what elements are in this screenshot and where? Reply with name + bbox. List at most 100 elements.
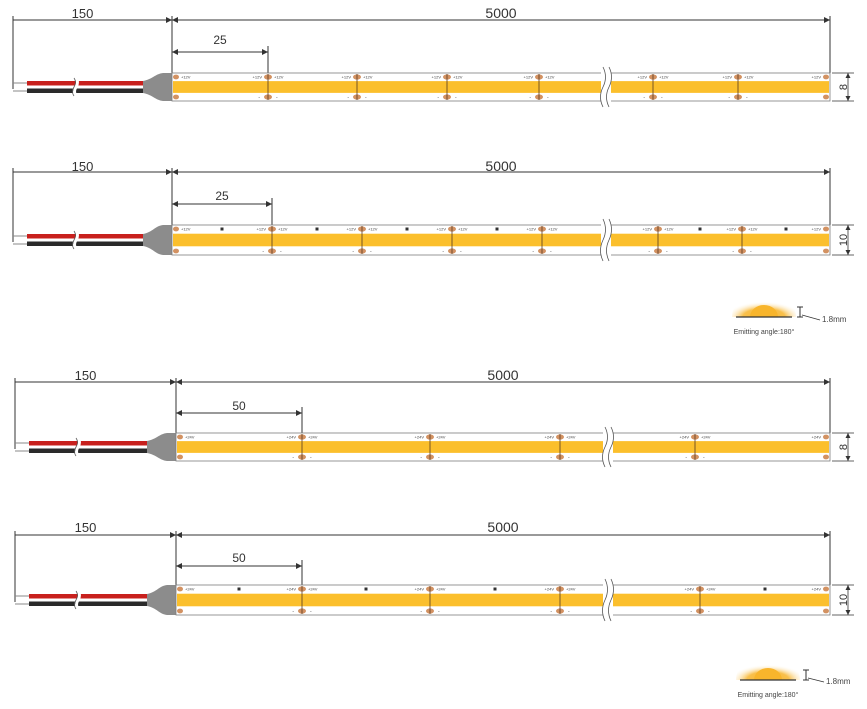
voltage-label-right: +12V bbox=[278, 227, 288, 232]
emitting-angle-caption: Emitting angle:180° bbox=[738, 691, 799, 699]
minus-label-right: - bbox=[746, 95, 748, 101]
wire-break-line bbox=[72, 77, 76, 97]
minus-label-right: - bbox=[365, 95, 367, 101]
cut-length-label: 25 bbox=[213, 33, 227, 47]
strip-cob-light bbox=[173, 81, 829, 93]
minus-label-right: - bbox=[280, 249, 282, 255]
minus-label-right: - bbox=[438, 455, 440, 461]
emitting-angle-caption: Emitting angle:180° bbox=[734, 328, 795, 336]
cut-point: +12V+12V-- bbox=[643, 226, 674, 255]
cut-point: +12V+12V-- bbox=[723, 74, 754, 101]
voltage-label-left: +12V bbox=[723, 75, 733, 80]
width-arrow-top bbox=[845, 433, 851, 438]
voltage-label-left: +24V bbox=[415, 435, 425, 440]
voltage-label-right: +12V bbox=[748, 227, 758, 232]
wire-black bbox=[27, 241, 147, 246]
minus-label-left: - bbox=[550, 455, 552, 461]
sun-glow-icon bbox=[732, 291, 796, 317]
wire-red bbox=[29, 441, 151, 446]
end-pad-bottom bbox=[823, 608, 829, 614]
minus-label-left: - bbox=[529, 95, 531, 101]
voltage-label-left: +12V bbox=[638, 75, 648, 80]
smd-resistor bbox=[698, 227, 702, 231]
end-pad-top bbox=[823, 586, 829, 592]
minus-label-left: - bbox=[728, 95, 730, 101]
minus-label-right: - bbox=[438, 609, 440, 615]
strip-width-label: 8 bbox=[838, 84, 850, 90]
voltage-label-right: +12V bbox=[363, 75, 373, 80]
total-arrow-left bbox=[176, 379, 182, 385]
cut-arrow-right bbox=[262, 49, 268, 55]
smd-resistor bbox=[495, 227, 499, 231]
minus-label-right: - bbox=[666, 249, 668, 255]
minus-label-left: - bbox=[532, 249, 534, 255]
minus-label-left: - bbox=[442, 249, 444, 255]
wire-break-line bbox=[74, 590, 78, 610]
total-arrow-left bbox=[176, 532, 182, 538]
lead-arrow bbox=[166, 17, 172, 23]
strip-width-label: 10 bbox=[838, 594, 850, 606]
width-arrow-bottom bbox=[845, 250, 851, 255]
wire-break-line bbox=[74, 437, 78, 457]
strip-cob-light bbox=[173, 233, 829, 247]
cut-length-label: 25 bbox=[215, 189, 229, 203]
cut-point: +12V+12V-- bbox=[638, 74, 669, 101]
smd-resistor bbox=[364, 587, 368, 591]
voltage-label-right: +24V bbox=[308, 435, 318, 440]
minus-label-right: - bbox=[310, 609, 312, 615]
minus-label-right: - bbox=[455, 95, 457, 101]
lead-length-label: 150 bbox=[75, 368, 97, 383]
end-pad-top bbox=[823, 74, 829, 80]
width-arrow-top bbox=[845, 585, 851, 590]
minus-label-left: - bbox=[292, 609, 294, 615]
end-voltage-label: +12V bbox=[812, 227, 822, 232]
wire-black bbox=[27, 88, 147, 93]
total-arrow-right bbox=[824, 17, 830, 23]
minus-label-right: - bbox=[550, 249, 552, 255]
lead-arrow bbox=[170, 379, 176, 385]
sun-glow-icon bbox=[736, 654, 800, 680]
break-line-left bbox=[600, 66, 606, 108]
minus-label-right: - bbox=[703, 455, 705, 461]
thickness-leader bbox=[801, 314, 821, 321]
minus-label-left: - bbox=[437, 95, 439, 101]
start-pad-bottom bbox=[177, 608, 183, 614]
start-pad-top bbox=[173, 226, 179, 232]
minus-label-right: - bbox=[460, 249, 462, 255]
cut-arrow-right bbox=[296, 410, 302, 416]
width-arrow-top bbox=[845, 225, 851, 230]
cut-point: +24V+24V-- bbox=[415, 586, 446, 615]
thickness-leader bbox=[807, 677, 825, 683]
cut-point: +12V+12V-- bbox=[257, 226, 288, 255]
voltage-label-right: +24V bbox=[566, 435, 576, 440]
strip-width-label: 8 bbox=[838, 444, 850, 450]
start-voltage-label: +24V bbox=[185, 435, 195, 440]
start-pad-bottom bbox=[173, 94, 179, 100]
cut-point: +12V+12V-- bbox=[432, 74, 463, 101]
minus-label-right: - bbox=[276, 95, 278, 101]
smd-resistor bbox=[784, 227, 788, 231]
break-line-right bbox=[606, 218, 612, 262]
end-connector bbox=[143, 225, 174, 255]
voltage-label-right: +12V bbox=[659, 75, 669, 80]
wire-break-gap bbox=[73, 230, 79, 250]
cut-point: +12V+12V-- bbox=[342, 74, 373, 101]
start-voltage-label: +12V bbox=[181, 227, 191, 232]
minus-label-right: - bbox=[370, 249, 372, 255]
smd-resistor bbox=[405, 227, 409, 231]
break-line-left bbox=[600, 218, 606, 262]
minus-label-left: - bbox=[420, 455, 422, 461]
voltage-label-left: +12V bbox=[437, 227, 447, 232]
total-length-label: 5000 bbox=[487, 519, 518, 535]
minus-label-left: - bbox=[690, 609, 692, 615]
width-arrow-bottom bbox=[845, 610, 851, 615]
start-pad-top bbox=[177, 434, 183, 440]
voltage-label-left: +12V bbox=[347, 227, 357, 232]
sun-core-icon bbox=[750, 305, 778, 317]
start-pad-bottom bbox=[177, 454, 183, 460]
lead-length-label: 150 bbox=[75, 520, 97, 535]
cut-point: +24V+24V-- bbox=[685, 586, 716, 615]
